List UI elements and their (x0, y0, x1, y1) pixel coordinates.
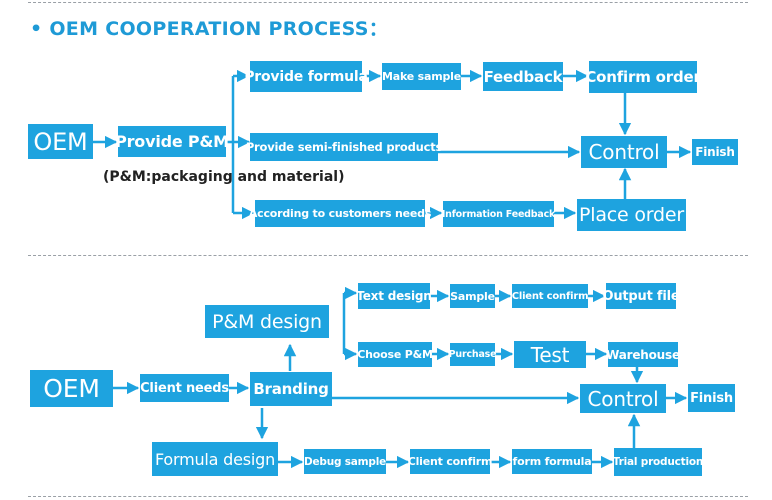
flow2-purchase-node: Purchase (449, 343, 497, 366)
flow2-form-formula-node: form formula (512, 449, 592, 474)
flow2-pm-design-node: P&M design (205, 305, 329, 338)
flow2-oem-node: OEM (30, 370, 113, 407)
flow1-feedback-node: Feedback (483, 62, 563, 91)
flow1-information-feedback-node: Information Feedback (442, 201, 555, 227)
flow2-branding-node: Branding (250, 372, 332, 406)
flow2-warehouse-node: Warehouse (606, 342, 680, 367)
middle-divider (28, 255, 748, 256)
flow2-debug-sample-node: Debug sample (304, 449, 386, 474)
flow2-choose-pm-node: Choose P&M (357, 342, 433, 367)
flow1-pm-note: (P&M:packaging and material) (103, 169, 345, 185)
flow2-finish-node: Finish (688, 384, 735, 412)
flow2-test-node: Test (514, 341, 586, 368)
flow1-confirm-order-node: Confirm order (585, 61, 701, 93)
flow1-control-node: Control (581, 136, 667, 168)
flow2-text-design-node: Text design (356, 283, 432, 309)
flow2-sample-node: Sample (450, 284, 495, 308)
flow2-trial-production-node: Trial production (613, 448, 703, 476)
flow2-output-file-node: Output file (603, 283, 680, 309)
flow2-client-confirm-bottom-node: Client confirm (408, 449, 492, 474)
top-divider (28, 2, 748, 3)
flow1-according-to-needs-node: According to customers needs (249, 200, 431, 227)
flow1-provide-semi-finished-node: Provide semi-finished products (246, 133, 442, 161)
flow1-place-order-node: Place order (577, 199, 686, 231)
bottom-divider (28, 496, 748, 497)
flow2-formula-design-node: Formula design (152, 442, 278, 476)
flow2-client-needs-node: Client needs (140, 374, 229, 402)
flow2-client-confirm-top-node: Client confirm (512, 284, 589, 308)
flow2-control-node: Control (580, 384, 666, 413)
flow1-oem-node: OEM (28, 124, 93, 159)
flow1-finish-node: Finish (692, 139, 738, 165)
flow1-provide-formula-node: Provide formula (244, 61, 368, 92)
flow1-make-sample-node: Make sample (382, 63, 461, 90)
page-title: • OEM COOPERATION PROCESS： (30, 18, 389, 40)
flow1-provide-pm-node: Provide P&M (115, 126, 229, 157)
